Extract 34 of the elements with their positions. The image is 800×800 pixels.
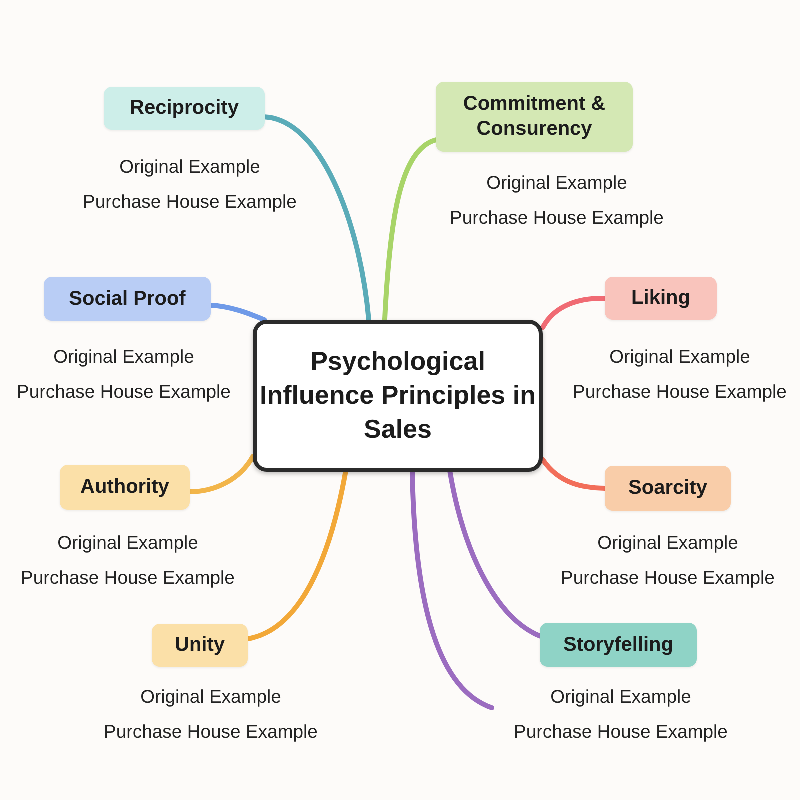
example-text: Purchase House Example xyxy=(449,207,665,229)
example-text: Purchase House Example xyxy=(82,191,298,213)
example-text: Original Example xyxy=(56,532,200,554)
branch-line xyxy=(246,470,348,642)
branch-topic-box: Liking xyxy=(605,277,717,320)
branch-topic-box: Commitment & Consurency xyxy=(436,82,633,152)
example-text: Original Example xyxy=(486,172,628,194)
branch-line xyxy=(262,114,372,322)
branch-line xyxy=(540,457,608,491)
branch-line xyxy=(382,138,438,322)
example-text: Purchase House Example xyxy=(572,381,788,403)
example-text: Purchase House Example xyxy=(513,721,729,743)
example-text: Original Example xyxy=(608,346,752,368)
example-text: Original Example xyxy=(52,346,196,368)
example-text: Original Example xyxy=(596,532,740,554)
branch-topic-box: Storyfelling xyxy=(540,623,697,667)
branch-line xyxy=(410,470,494,710)
example-text: Purchase House Example xyxy=(20,567,236,589)
branch-topic-box: Unity xyxy=(152,624,248,667)
branch-line xyxy=(448,470,542,639)
example-text: Original Example xyxy=(140,686,282,708)
example-text: Purchase House Example xyxy=(103,721,319,743)
example-text: Purchase House Example xyxy=(16,381,232,403)
branch-topic-box: Reciprocity xyxy=(104,87,265,130)
example-text: Original Example xyxy=(550,686,692,708)
branch-line xyxy=(188,454,256,494)
branch-topic-box: Soarcity xyxy=(605,466,731,511)
branch-line xyxy=(540,296,608,330)
branch-line xyxy=(208,303,268,322)
example-text: Original Example xyxy=(118,156,262,178)
branch-topic-box: Authority xyxy=(60,465,190,510)
central-topic-box: Psychological Influence Principles in Sales xyxy=(253,320,543,472)
branch-topic-box: Social Proof xyxy=(44,277,211,321)
example-text: Purchase House Example xyxy=(560,567,776,589)
